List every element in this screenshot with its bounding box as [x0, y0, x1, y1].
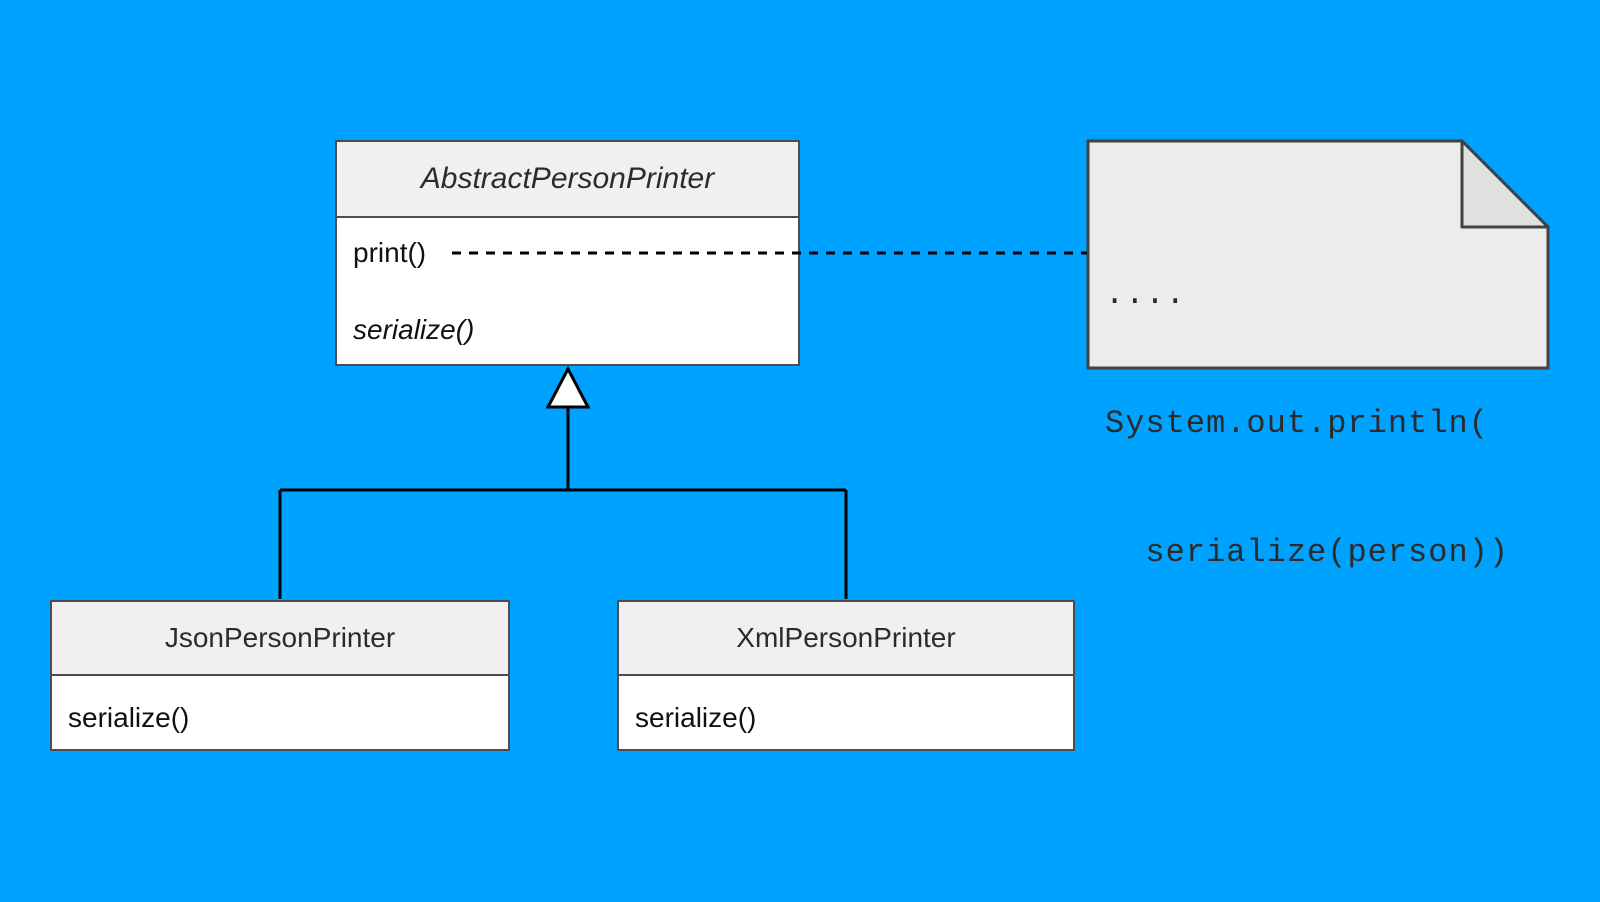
method-serialize: serialize(): [635, 702, 757, 733]
class-name: XmlPersonPrinter: [736, 622, 956, 653]
class-box-abstract-person-printer: AbstractPersonPrinter print() serialize(…: [335, 140, 800, 366]
class-header: JsonPersonPrinter: [52, 602, 508, 676]
generalization-arrowhead-icon: [545, 365, 591, 409]
class-name: AbstractPersonPrinter: [420, 162, 715, 195]
class-box-json-person-printer: JsonPersonPrinter serialize(): [50, 600, 510, 751]
note-text: .... System.out.println( serialize(perso…: [1105, 187, 1509, 660]
class-name: JsonPersonPrinter: [164, 622, 396, 653]
note-line: serialize(person)): [1105, 534, 1510, 571]
class-header: XmlPersonPrinter: [619, 602, 1073, 676]
note-line: System.out.println(: [1105, 405, 1489, 442]
note-line: ....: [1105, 276, 1186, 313]
generalization-connector-line: [278, 407, 848, 599]
method-print: print(): [353, 237, 427, 268]
class-box-xml-person-printer: XmlPersonPrinter serialize(): [617, 600, 1075, 751]
class-header: AbstractPersonPrinter: [337, 142, 798, 218]
method-serialize-abstract: serialize(): [353, 314, 475, 345]
method-serialize: serialize(): [68, 702, 190, 733]
